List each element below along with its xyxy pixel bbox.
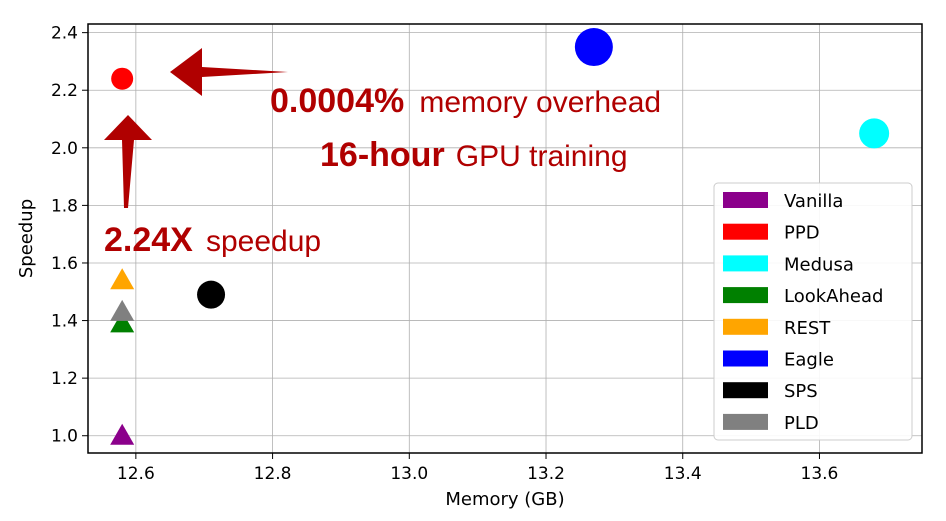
y-tick-label: 1.6 (51, 254, 78, 274)
legend-swatch (723, 223, 768, 240)
y-tick-label: 1.4 (51, 312, 78, 332)
data-marks (110, 28, 890, 445)
x-tick-label: 12.6 (117, 464, 155, 484)
x-axis-label: Memory (GB) (445, 489, 564, 510)
gpu-training-annotation: 16-hour GPU training (320, 136, 628, 174)
up-arrow-annotation (104, 115, 152, 208)
axis-ticks: 12.6 12.8 13.0 13.2 13.4 13.6 1.0 1.2 1.4 1.6 1.8 2… (51, 24, 838, 484)
legend-swatch (723, 350, 768, 367)
gpu-training-value: 16-hour (320, 136, 445, 174)
legend-label: REST (784, 318, 831, 339)
y-tick-label: 1.0 (51, 427, 78, 447)
legend-label: Vanilla (784, 191, 843, 212)
memory-overhead-annotation: 0.0004% memory overhead (270, 82, 661, 120)
rest-point (110, 268, 135, 290)
vanilla-point (110, 423, 135, 445)
legend-box (713, 182, 913, 441)
speedup-annotation: 2.24X speedup (104, 221, 321, 259)
plot-frame (87, 23, 923, 454)
sps-point (197, 280, 226, 309)
x-tick-label: 13.0 (390, 464, 428, 484)
legend-swatch (723, 382, 768, 399)
speedup-text: speedup (206, 225, 321, 258)
memory-overhead-text: memory overhead (419, 86, 661, 119)
x-tick-label: 13.4 (664, 464, 702, 484)
gpu-training-text: GPU training (456, 140, 628, 173)
x-tick-label: 12.8 (254, 464, 292, 484)
left-arrow-annotation (170, 48, 288, 96)
y-axis-label: Speedup (16, 199, 37, 278)
y-tick-label: 2.2 (51, 81, 78, 101)
y-tick-label: 2.0 (51, 139, 78, 159)
x-tick-label: 13.6 (801, 464, 839, 484)
legend-swatch (723, 192, 768, 208)
legend-label: PLD (784, 413, 819, 434)
legend-swatch (723, 287, 768, 304)
eagle-point (574, 28, 613, 67)
legend-label: PPD (784, 223, 820, 244)
x-tick-label: 13.2 (527, 464, 565, 484)
legend-label: Eagle (784, 350, 834, 371)
legend-swatch (723, 413, 768, 430)
speedup-value: 2.24X (104, 221, 193, 259)
memory-overhead-value: 0.0004% (270, 82, 404, 120)
legend-label: LookAhead (784, 286, 883, 307)
lookahead-point (110, 311, 135, 333)
ppd-point (111, 67, 134, 90)
medusa-point (859, 118, 890, 149)
y-tick-label: 1.2 (51, 369, 78, 389)
legend-label: Medusa (784, 254, 854, 275)
y-tick-label: 2.4 (51, 24, 78, 44)
y-tick-label: 1.8 (51, 196, 78, 216)
legend-label: SPS (784, 381, 818, 402)
pld-point (110, 299, 135, 321)
legend-swatch (723, 318, 768, 335)
legend-swatch (723, 255, 768, 272)
